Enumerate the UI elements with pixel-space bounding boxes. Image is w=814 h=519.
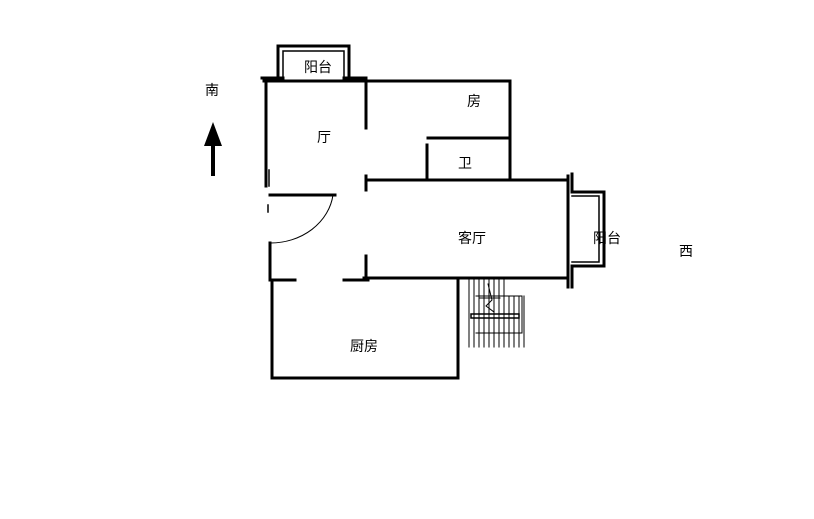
kitchen-label: 厨房: [350, 339, 378, 355]
living-room-walls: [268, 174, 570, 289]
upper-walls: [262, 79, 512, 197]
balcony-right-walls: [570, 172, 606, 289]
north-label: 南: [205, 83, 219, 99]
balcony-top-walls: [260, 44, 368, 82]
bedroom-label: 房: [467, 94, 481, 110]
living-room-label: 客厅: [458, 230, 486, 247]
balcony-right-label: 阳台: [593, 231, 621, 247]
door-swing: [267, 194, 334, 282]
kitchen-walls: [270, 278, 460, 380]
hall-label: 厅: [317, 130, 331, 146]
balcony-top-label: 阳台: [304, 60, 332, 76]
bathroom-label: 卫: [458, 156, 472, 172]
west-label: 西: [679, 244, 693, 260]
staircase: [468, 279, 525, 348]
north-arrow-icon: [204, 122, 222, 176]
